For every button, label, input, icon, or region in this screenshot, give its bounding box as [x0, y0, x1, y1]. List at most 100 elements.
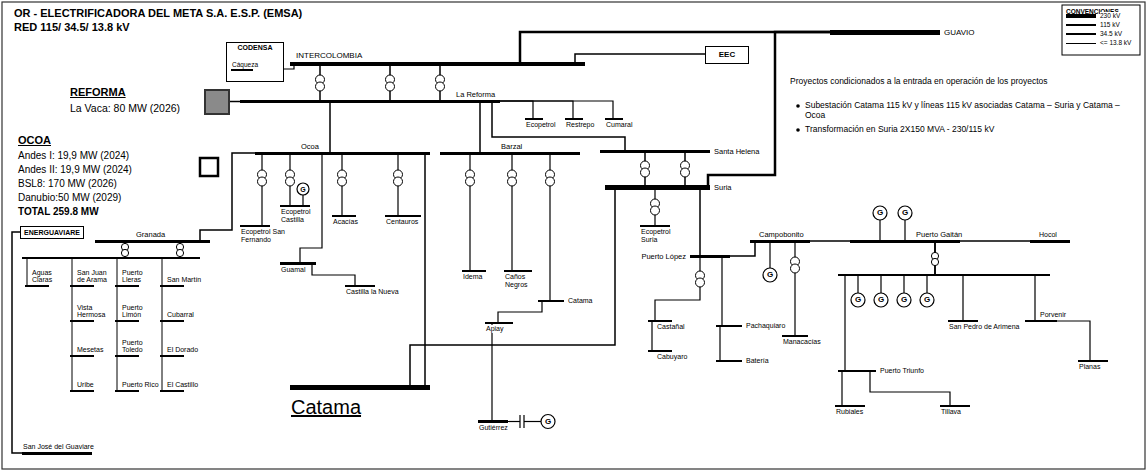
busbar: GUAVIO	[830, 30, 940, 35]
bus-label: El Castillo	[166, 381, 206, 389]
bus-label: Catama	[567, 297, 594, 305]
power-line	[162, 287, 163, 321]
busbar: San José del Guaviare	[22, 452, 92, 455]
power-line	[117, 357, 118, 391]
busbar: Puerto Toledo	[115, 355, 139, 357]
busbar: Aguas Claras	[25, 285, 49, 287]
busbar: Apiay	[485, 322, 513, 324]
annotation-text: Transformación en Suria 2X150 MVA - 230/…	[805, 124, 1130, 134]
busbar: Porvenir	[1025, 320, 1057, 322]
power-line	[520, 32, 830, 62]
busbar: Ecopetrol	[525, 118, 543, 120]
busbar: Gutiérrez	[478, 420, 508, 423]
bus-label: Puerto Limón	[121, 304, 161, 319]
power-line	[500, 101, 613, 118]
bullet-dot	[796, 128, 800, 132]
power-line	[960, 240, 1030, 242]
busbar: La Reforma	[240, 100, 500, 103]
legend-text: 34.5 kV	[1100, 30, 1122, 38]
bus-label: Ecopetrol Castilla	[280, 208, 320, 223]
bus-label: Vista Hermosa	[76, 304, 116, 319]
legend-line	[1066, 24, 1096, 27]
bus-label: Cubarral	[166, 311, 206, 319]
busbar: Puerto López	[690, 255, 730, 258]
busbar: Castañal	[648, 320, 672, 322]
bus-label: Planas	[1078, 363, 1101, 371]
power-line	[498, 302, 542, 322]
busbar: Guamal	[280, 262, 316, 265]
power-line	[870, 372, 950, 405]
legend-line	[1066, 14, 1096, 18]
busbar: Batería	[716, 360, 742, 362]
bus-label: Cáqueza	[231, 61, 259, 68]
bus-label: Ecopetrol Suria	[640, 228, 682, 243]
legend-text: 230 kV	[1100, 12, 1120, 20]
bus-label: Tillava	[940, 408, 962, 416]
busbar: Ecopetrol Castilla	[280, 205, 310, 207]
power-line	[72, 322, 73, 356]
bus-label: Barzal	[500, 143, 523, 151]
bus-label: Acacías	[332, 218, 359, 226]
bus-label: Santa Helena	[713, 147, 760, 155]
diagram-title: OR - ELECTRIFICADORA DEL META S.A. E.S.P…	[14, 7, 302, 20]
generator-mark: G	[877, 209, 883, 217]
bus-label: Cumaral	[605, 121, 633, 129]
power-line	[491, 324, 492, 420]
bus-label: Puerto Lleras	[121, 269, 161, 284]
bullet-dot	[796, 104, 800, 108]
busbar: Puerto Lleras	[115, 285, 139, 287]
busbar: INTERCOLOMBIA	[290, 62, 585, 66]
plant-symbol	[200, 158, 218, 176]
bus-label: Manacacías	[782, 338, 822, 346]
power-line	[117, 322, 118, 356]
busbar: Caños Negros	[504, 270, 532, 272]
bus-label: Puerto López	[640, 252, 687, 260]
bus-label: Suria	[713, 183, 733, 191]
legend-entry: 115 kV	[1066, 21, 1138, 29]
bus-label: Castañal	[656, 323, 686, 331]
legend-line	[1066, 33, 1096, 35]
power-line	[500, 101, 573, 118]
unlabelled-bus	[22, 257, 200, 259]
busbar: Rubiales	[835, 405, 865, 407]
bus-label: Puerto Triunfo	[879, 367, 925, 375]
annotation-text: Proyectos condicionados a la entrada en …	[790, 76, 1130, 86]
bus-label: Porvenir	[1039, 311, 1067, 319]
power-line	[935, 243, 963, 320]
busbar: Mesetas	[70, 355, 94, 357]
power-line	[699, 190, 701, 255]
bus-label: Puerto Rico	[121, 381, 161, 389]
bus-label: Campobonito	[758, 231, 805, 239]
annotation-text: Andes II: 19,9 MW (2024)	[18, 164, 132, 176]
plant-symbol	[205, 90, 229, 114]
bus-label: San Martín	[166, 276, 206, 284]
bus-label: Restrepo	[565, 121, 595, 129]
bus-label: Castilla la Nueva	[345, 288, 400, 296]
bus-label: Puerto Toledo	[121, 339, 161, 354]
busbar: Suria	[605, 185, 710, 190]
power-line	[329, 103, 331, 152]
bus-label: San Pedro de Arimena	[948, 323, 1020, 331]
power-line	[312, 265, 355, 285]
generator-mark: G	[300, 186, 305, 193]
busbar: Centauros	[385, 215, 421, 217]
busbar: Castilla la Nueva	[345, 285, 375, 287]
bus-label: Pachaquiaro	[745, 322, 786, 330]
bus-label: Rubiales	[835, 408, 864, 416]
plant-lead	[229, 101, 240, 103]
bus-label: Ecopetrol	[525, 121, 557, 129]
power-line	[117, 287, 118, 321]
power-line	[841, 372, 842, 405]
generator-mark: G	[767, 271, 773, 279]
power-line	[424, 155, 426, 385]
bus-label: Apiay	[485, 325, 505, 333]
bus-label: El Dorado	[166, 346, 206, 354]
generator-mark: G	[545, 418, 551, 426]
busbar: Catama	[538, 300, 564, 302]
company-name: EEC	[706, 47, 748, 63]
busbar: Barzal	[440, 152, 580, 155]
busbar: Vista Hermosa	[70, 320, 94, 322]
